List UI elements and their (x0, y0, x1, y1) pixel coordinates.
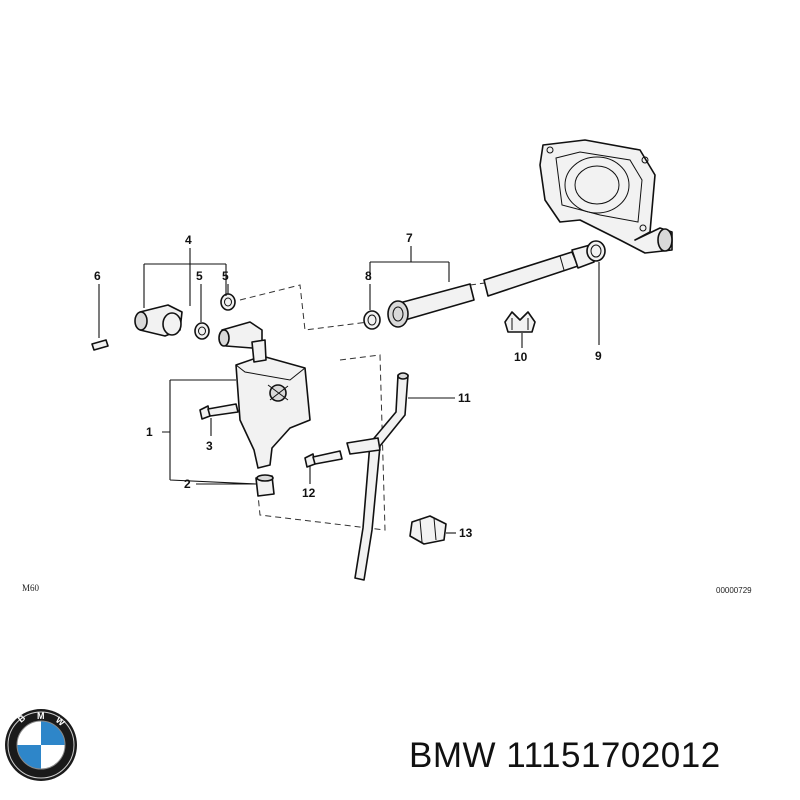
callout-9: 9 (595, 349, 602, 363)
bmw-logo: B M W (5, 709, 77, 781)
plug-2 (255, 474, 275, 497)
coolant-pipe (387, 244, 595, 328)
callout-13: 13 (459, 526, 473, 540)
o-ring-9 (586, 240, 606, 262)
screw-6 (91, 339, 109, 351)
hose-clip-10 (504, 311, 536, 333)
clamp-13 (409, 515, 447, 545)
o-ring-8 (363, 310, 381, 330)
hose-11 (346, 372, 409, 581)
callout-7: 7 (406, 231, 413, 245)
brand-name: BMW (409, 736, 497, 775)
callout-12: 12 (302, 486, 316, 500)
callout-1: 1 (146, 425, 153, 439)
svg-text:B: B (16, 712, 28, 724)
assembly-dashed-lines (239, 282, 486, 531)
bolt-12 (304, 450, 343, 468)
housing-flange (539, 139, 673, 254)
callout-6: 6 (94, 269, 101, 283)
bolt-3 (199, 403, 239, 420)
engine-code: M60 (22, 583, 40, 593)
diagram-number: 00000729 (716, 586, 752, 595)
part-caption: BMW 11151702012 (409, 736, 721, 776)
callout-5a: 5 (196, 269, 203, 283)
oil-separator-1 (235, 339, 311, 469)
part-number: 11151702012 (506, 736, 721, 775)
callout-3: 3 (206, 439, 213, 453)
callout-5b: 5 (222, 269, 229, 283)
callout-4: 4 (185, 233, 192, 247)
callout-10: 10 (514, 350, 528, 364)
callout-labels: 4 5 5 6 7 8 9 10 11 1 3 2 12 13 (94, 231, 602, 540)
o-ring-5a (194, 322, 210, 340)
leader-lines (98, 246, 600, 534)
svg-text:M: M (37, 711, 45, 721)
o-ring-5b (220, 293, 236, 311)
elbow-connector-4 (134, 304, 263, 349)
callout-11: 11 (458, 391, 471, 405)
callout-2: 2 (184, 477, 191, 491)
callout-8: 8 (365, 269, 372, 283)
